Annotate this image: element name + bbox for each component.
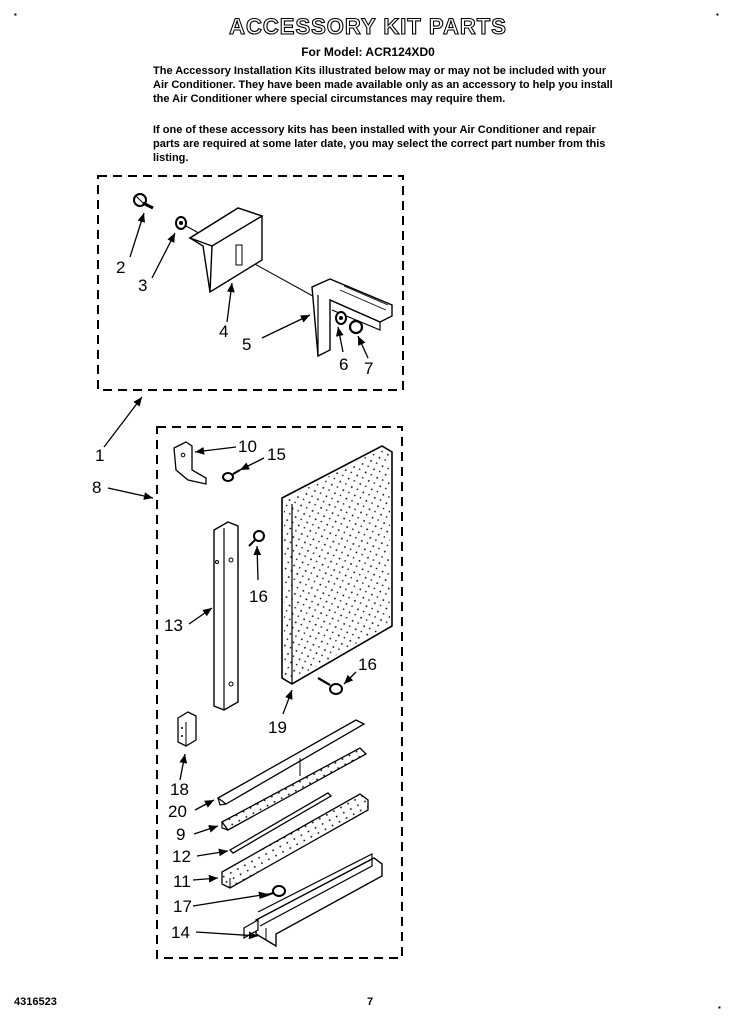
block-part-18 bbox=[177, 711, 197, 747]
bracket-part-10 bbox=[173, 441, 207, 485]
intro-paragraph-2: If one of these accessory kits has been … bbox=[153, 124, 606, 164]
callout-17: 17 bbox=[173, 897, 192, 916]
callout-7: 7 bbox=[364, 359, 373, 378]
callout-8: 8 bbox=[92, 478, 101, 497]
page-title: ACCESSORY KIT PARTS bbox=[229, 13, 507, 39]
callout-11: 11 bbox=[173, 872, 191, 891]
callout-18: 18 bbox=[170, 780, 189, 799]
screw-part-16-lower bbox=[329, 683, 343, 695]
callout-9: 9 bbox=[176, 825, 185, 844]
page-number: 7 bbox=[367, 996, 374, 1008]
channel-part-13 bbox=[213, 521, 239, 711]
channel-part-9 bbox=[221, 747, 368, 831]
callout-20: 20 bbox=[168, 802, 187, 821]
nut-part-7 bbox=[348, 319, 364, 335]
callout-1: 1 bbox=[95, 446, 104, 465]
document-number: 4316523 bbox=[14, 996, 57, 1008]
strip-part-20 bbox=[216, 719, 366, 806]
corner-mark-top-right: ▪ bbox=[716, 10, 719, 19]
corner-mark-bottom-right: ▪ bbox=[718, 1003, 721, 1012]
screw-part-16-upper bbox=[253, 530, 265, 542]
callout-5: 5 bbox=[242, 335, 251, 354]
panel-part-19 bbox=[281, 445, 393, 685]
callout-14: 14 bbox=[171, 923, 190, 942]
model-line: For Model: ACR124XD0 bbox=[301, 45, 435, 59]
channel-part-11 bbox=[221, 793, 369, 889]
track-part-14 bbox=[243, 853, 383, 948]
callout-19: 19 bbox=[268, 718, 287, 737]
callout-6: 6 bbox=[339, 355, 348, 374]
cover-part-4 bbox=[188, 207, 264, 294]
callout-4: 4 bbox=[219, 322, 228, 341]
callout-15: 15 bbox=[267, 445, 286, 464]
intro-paragraph-1: The Accessory Installation Kits illustra… bbox=[153, 65, 613, 105]
screw-part-15 bbox=[222, 472, 234, 482]
rod-part-12 bbox=[228, 792, 333, 854]
screw-part-17 bbox=[272, 885, 286, 897]
callout-12: 12 bbox=[172, 847, 191, 866]
lower-kit-boundary bbox=[156, 426, 403, 959]
callout-16-upper: 16 bbox=[249, 587, 268, 606]
callout-2: 2 bbox=[116, 258, 125, 277]
upper-kit-boundary bbox=[97, 175, 404, 391]
corner-mark-top-left: ▪ bbox=[14, 10, 17, 19]
callout-16-lower: 16 bbox=[358, 655, 377, 674]
callout-3: 3 bbox=[138, 276, 147, 295]
callout-13: 13 bbox=[164, 616, 183, 635]
screw-part-2 bbox=[133, 193, 154, 210]
bracket-part-5 bbox=[311, 278, 393, 358]
nut-part-3 bbox=[175, 216, 187, 230]
callout-10: 10 bbox=[238, 437, 257, 456]
